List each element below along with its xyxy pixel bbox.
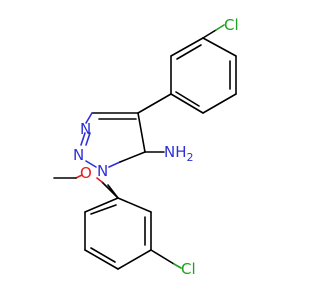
bond-c-cl-bottom	[150, 249, 175, 265]
molecule-diagram: Cl Cl N N N NH2 O	[53, 16, 239, 278]
bond-phenyl-triazole	[137, 93, 172, 114]
bond-c-o	[101, 181, 119, 199]
nitrogen-label-a: N	[80, 120, 91, 138]
structure-canvas: Cl Cl N N N NH2 O	[53, 16, 239, 278]
bond-cl-bottom	[173, 263, 182, 269]
triazole-ring	[80, 112, 146, 168]
lower-phenyl-ring	[84, 197, 152, 270]
amine-label: NH2	[164, 143, 194, 164]
bond-o-ring	[96, 177, 103, 183]
oxygen-label: O	[80, 164, 92, 182]
upper-phenyl-ring	[170, 37, 237, 114]
bond-o-methyl	[75, 174, 83, 179]
nitrogen-label-c: N	[97, 162, 108, 180]
nitrogen-label-b: N	[73, 146, 84, 164]
chlorine-label-bottom: Cl	[181, 260, 196, 278]
bond-cl-top	[215, 24, 225, 31]
chlorine-label-top: Cl	[224, 16, 239, 34]
bond-c-cl-top	[202, 29, 217, 39]
